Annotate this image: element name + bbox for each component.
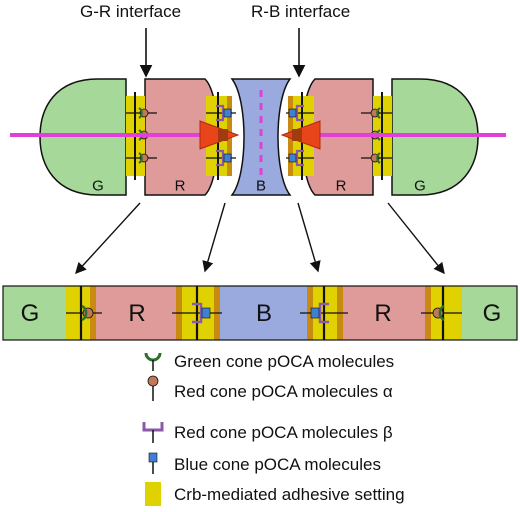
top-cell-label-r-right: R	[335, 177, 347, 195]
strip-label-g-left: G	[20, 300, 40, 327]
zoom-arrow-4	[387, 202, 445, 275]
legend-text-green-cone: Green cone pOCA molecules	[174, 352, 395, 371]
legend-text-red-cone-beta: Red cone pOCA molecules β	[174, 423, 393, 442]
top-cell-label-g-right: G	[414, 177, 426, 195]
strip-label-g-right: G	[482, 300, 502, 327]
top-cell-label-b: B	[255, 177, 267, 195]
zoom-arrow-1	[75, 202, 141, 275]
interface-strip	[2, 285, 518, 341]
top-cell-blue-center	[230, 78, 292, 196]
legend-text-crb-adhesive: Crb-mediated adhesive setting	[174, 485, 405, 504]
blue-cone-pocca-icon	[148, 452, 158, 474]
top-cell-label-g-left: G	[92, 177, 104, 195]
crb-adhesive-setting-icon	[145, 482, 161, 506]
legend-text-blue-cone: Blue cone pOCA molecules	[174, 455, 381, 474]
red-cone-pocca-alpha-icon	[147, 375, 159, 401]
legend-text-red-cone-alpha: Red cone pOCA molecules α	[174, 382, 393, 401]
strip-label-r-right: R	[374, 300, 392, 327]
zoom-arrow-3	[297, 202, 321, 273]
gr-interface-label: G-R interface	[80, 2, 182, 21]
rb-interface-label: R-B interface	[251, 2, 351, 21]
strip-label-r-left: R	[128, 300, 146, 327]
rb-molecules-right	[286, 104, 314, 167]
green-cone-pocca-icon	[144, 352, 162, 371]
zoom-arrow-2	[202, 202, 226, 273]
top-cell-row	[10, 78, 506, 196]
red-cone-pocca-beta-icon	[142, 422, 164, 443]
top-cell-label-r-left: R	[174, 177, 186, 195]
strip-label-b: B	[255, 300, 273, 327]
rb-molecules-left	[206, 104, 236, 167]
